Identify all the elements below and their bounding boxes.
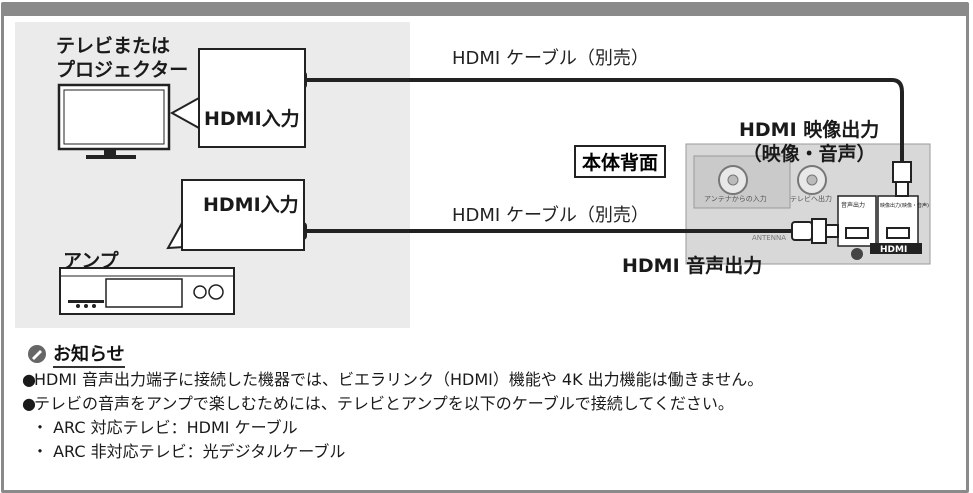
- panel-video-label: 映像出力(映像・音声): [880, 202, 929, 209]
- video-output-line1: HDMI 映像出力: [739, 119, 880, 141]
- amp-hdmi-input-label: HDMI入力: [203, 194, 299, 216]
- note-item-text: テレビの音声をアンプで楽しむためには、テレビとアンプを以下のケーブルで接続してく…: [34, 394, 734, 413]
- panel-tv-label: テレビへ出力: [790, 194, 832, 203]
- video-output-line2: （映像・音声）: [742, 143, 876, 165]
- panel-audio-label: 音声出力: [841, 201, 865, 209]
- recorder-back-panel: アンテナからの入力 テレビへ出力 音声出力 映像出力(映像・音声) HDMI A…: [685, 143, 931, 265]
- tv-label-line1: テレビまたは: [56, 35, 171, 57]
- note-sub-item: ・ ARC 対応テレビ：HDMI ケーブル: [32, 418, 298, 437]
- tv-input-callout: [198, 48, 306, 148]
- notes-heading: お知らせ: [27, 340, 952, 368]
- tv-icon: [57, 83, 171, 159]
- amplifier-icon: [59, 267, 235, 315]
- notes-heading-text: お知らせ: [53, 340, 125, 368]
- notes-section: お知らせ ●HDMI 音声出力端子に接続した機器では、ビエラリンク（HDMI）機…: [22, 340, 952, 464]
- panel-antenna-label: アンテナからの入力: [704, 194, 767, 203]
- note-item: ●HDMI 音声出力端子に接続した機器では、ビエラリンク（HDMI）機能や 4K…: [22, 370, 764, 389]
- back-panel-label: 本体背面: [574, 145, 667, 178]
- panel-misc-label: ANTENNA: [752, 234, 786, 242]
- amp-input-callout: [181, 179, 305, 251]
- cable-bottom-label: HDMI ケーブル（別売）: [452, 205, 649, 226]
- note-item-text: HDMI 音声出力端子に接続した機器では、ビエラリンク（HDMI）機能や 4K …: [34, 370, 764, 389]
- pencil-icon: [28, 345, 46, 363]
- panel-hdmi-logo: HDMI: [880, 245, 907, 255]
- video-output-label: HDMI 映像出力 （映像・音声）: [739, 118, 879, 166]
- audio-output-label: HDMI 音声出力: [622, 255, 763, 277]
- cable-top-label: HDMI ケーブル（別売）: [452, 48, 649, 69]
- note-sub-item: ・ ARC 非対応テレビ：光デジタルケーブル: [32, 442, 346, 461]
- amp-label: アンプ: [63, 250, 119, 272]
- note-item: ●テレビの音声をアンプで楽しむためには、テレビとアンプを以下のケーブルで接続して…: [22, 394, 734, 413]
- tv-label: テレビまたは プロジェクター: [56, 34, 188, 82]
- tv-label-line2: プロジェクター: [56, 59, 189, 81]
- tv-hdmi-input-label: HDMI入力: [204, 108, 300, 130]
